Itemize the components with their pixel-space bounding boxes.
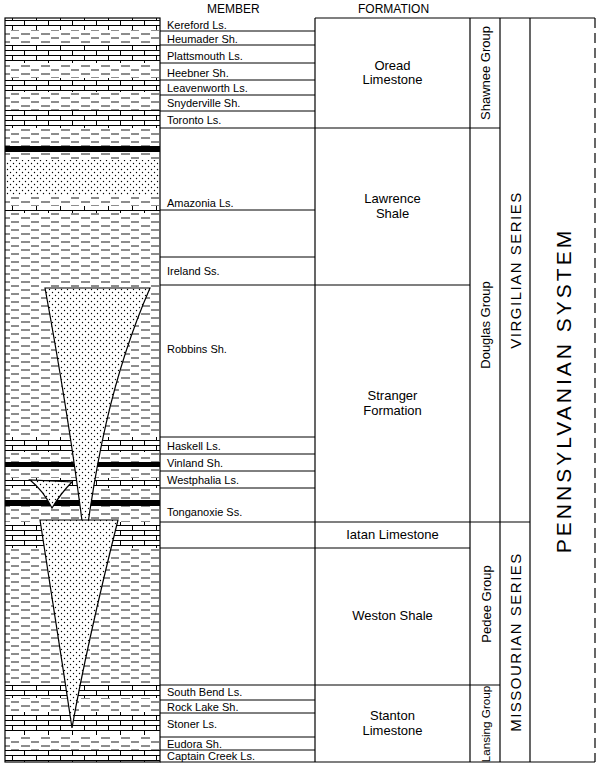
member-name: Kereford Ls. — [167, 19, 227, 31]
member-name: Ireland Ss. — [167, 265, 220, 277]
unit-name: Lansing Group — [479, 685, 491, 762]
member-name: Vinland Sh. — [167, 457, 223, 469]
rotated-text-holder: VIRGILIAN SERIES — [500, 18, 530, 522]
member-name: Amazonia Ls. — [167, 197, 234, 209]
member-name: Eudora Sh. — [167, 738, 222, 750]
rock-beds — [5, 18, 160, 762]
unit-name: VIRGILIAN SERIES — [508, 191, 523, 348]
member-name: Snyderville Sh. — [167, 97, 240, 109]
unit-name: MISSOURIAN SERIES — [508, 552, 523, 732]
unit-band-vertical: Pedee Group — [470, 522, 500, 685]
column-header: MEMBER — [207, 3, 260, 15]
unit-name: Pedee Group — [479, 565, 492, 642]
member-name: Westphalia Ls. — [167, 474, 239, 486]
table-grid — [5, 18, 595, 762]
formation-band: Stanton Limestone — [315, 685, 470, 762]
unit-band-vertical: Douglas Group — [470, 128, 500, 522]
rotated-text-holder: Pedee Group — [470, 522, 500, 685]
channel-sandstones — [30, 288, 150, 728]
rotated-text-holder: MISSOURIAN SERIES — [500, 522, 530, 762]
formation-name: Stranger Formation — [348, 389, 438, 418]
unit-band-vertical: Lansing Group — [470, 685, 500, 762]
unit-name: Shawnee Group — [479, 26, 492, 120]
column-header: FORMATION — [358, 3, 429, 15]
formation-band: Stranger Formation — [315, 285, 470, 522]
formation-band: Oread Limestone — [315, 18, 470, 128]
unit-name: Douglas Group — [479, 281, 492, 368]
member-name: Rock Lake Sh. — [167, 701, 239, 713]
formation-name: Lawrence Shale — [348, 192, 438, 221]
formation-band: Lawrence Shale — [315, 128, 470, 285]
formation-name: Weston Shale — [352, 609, 433, 623]
member-name: Leavenworth Ls. — [167, 82, 248, 94]
rotated-text-holder: Lansing Group — [470, 685, 500, 762]
formation-band: Weston Shale — [315, 548, 470, 685]
formation-name: Stanton Limestone — [348, 709, 438, 738]
formation-band: Iatan Limestone — [315, 522, 470, 548]
member-name: Toronto Ls. — [167, 114, 221, 126]
unit-name: PENNSYLVANIAN SYSTEM — [552, 227, 573, 552]
rotated-text-holder: Douglas Group — [470, 128, 500, 522]
member-name: South Bend Ls. — [167, 686, 242, 698]
unit-band-vertical: Shawnee Group — [470, 18, 500, 128]
unit-band-vertical: MISSOURIAN SERIES — [500, 522, 530, 762]
member-name: Plattsmouth Ls. — [167, 50, 243, 62]
unit-band-vertical: VIRGILIAN SERIES — [500, 18, 530, 522]
member-name: Captain Creek Ls. — [167, 750, 255, 762]
formation-name: Oread Limestone — [348, 59, 438, 88]
member-name: Stoner Ls. — [167, 718, 217, 730]
member-name: Tonganoxie Ss. — [167, 506, 242, 518]
rotated-text-holder: Shawnee Group — [470, 18, 500, 128]
unit-band-vertical: PENNSYLVANIAN SYSTEM — [530, 18, 595, 762]
formation-name: Iatan Limestone — [346, 528, 439, 542]
member-name: Heebner Sh. — [167, 67, 229, 79]
member-name: Haskell Ls. — [167, 440, 221, 452]
rotated-text-holder: PENNSYLVANIAN SYSTEM — [530, 18, 595, 762]
member-name: Heumader Sh. — [167, 33, 238, 45]
member-name: Robbins Sh. — [167, 343, 227, 355]
